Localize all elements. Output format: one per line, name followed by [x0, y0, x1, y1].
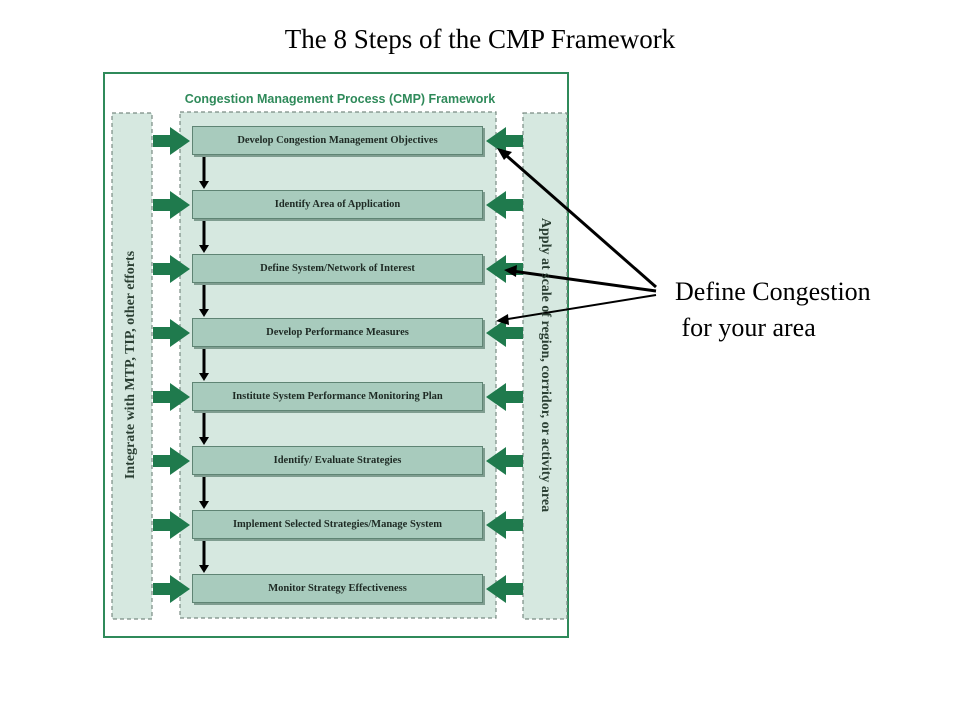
- right-input-arrow: [486, 575, 523, 603]
- step-3-box: Define System/Network of Interest: [192, 254, 483, 283]
- arrows-layer: [153, 127, 523, 603]
- callout-line-1: [499, 148, 657, 289]
- step-connector-arrowhead: [199, 181, 209, 189]
- right-input-arrow: [486, 255, 523, 283]
- left-input-arrow: [153, 191, 190, 219]
- left-input-arrow: [153, 319, 190, 347]
- right-input-arrow: [486, 447, 523, 475]
- step-1-box: Develop Congestion Management Objectives: [192, 126, 483, 155]
- step-5-box: Institute System Performance Monitoring …: [192, 382, 483, 411]
- step-connector-arrowhead: [199, 437, 209, 445]
- step-6-box: Identify/ Evaluate Strategies: [192, 446, 483, 475]
- right-input-arrow: [486, 191, 523, 219]
- right-input-arrow: [486, 383, 523, 411]
- callout-arrowhead-3: [496, 314, 509, 325]
- step-8-box: Monitor Strategy Effectiveness: [192, 574, 483, 603]
- callout-text: Define Congestion for your area: [675, 274, 871, 346]
- step-2-box: Identify Area of Application: [192, 190, 483, 219]
- right-side-label: Apply at scale of region, corridor, or a…: [538, 217, 553, 513]
- step-connector-arrowhead: [199, 373, 209, 381]
- left-input-arrow: [153, 447, 190, 475]
- left-input-arrow: [153, 255, 190, 283]
- step-connector-arrowhead: [199, 245, 209, 253]
- step-4-box: Develop Performance Measures: [192, 318, 483, 347]
- right-input-arrow: [486, 319, 523, 347]
- right-input-arrow: [486, 511, 523, 539]
- step-7-box: Implement Selected Strategies/Manage Sys…: [192, 510, 483, 539]
- left-panel: [111, 112, 153, 620]
- callout-arrowhead-1: [497, 148, 512, 160]
- callout-line-2: [511, 269, 657, 293]
- right-panel: [522, 112, 568, 620]
- left-side-label: Integrate with MTP, TIP, other efforts: [123, 250, 138, 480]
- left-input-arrow: [153, 575, 190, 603]
- step-connector-arrowhead: [199, 565, 209, 573]
- step-connector-arrowhead: [199, 501, 209, 509]
- callout-arrowhead-2: [504, 265, 517, 277]
- page-title: The 8 Steps of the CMP Framework: [284, 24, 676, 54]
- left-input-arrow: [153, 383, 190, 411]
- center-panel: [179, 111, 497, 619]
- callout-line1: Define Congestion: [675, 277, 871, 306]
- callout-line-3: [501, 294, 657, 321]
- left-input-arrow: [153, 127, 190, 155]
- left-input-arrow: [153, 511, 190, 539]
- step-connector-arrowhead: [199, 309, 209, 317]
- callout-line2: for your area: [675, 313, 816, 342]
- framework-title: Congestion Management Process (CMP) Fram…: [184, 92, 496, 106]
- right-input-arrow: [486, 127, 523, 155]
